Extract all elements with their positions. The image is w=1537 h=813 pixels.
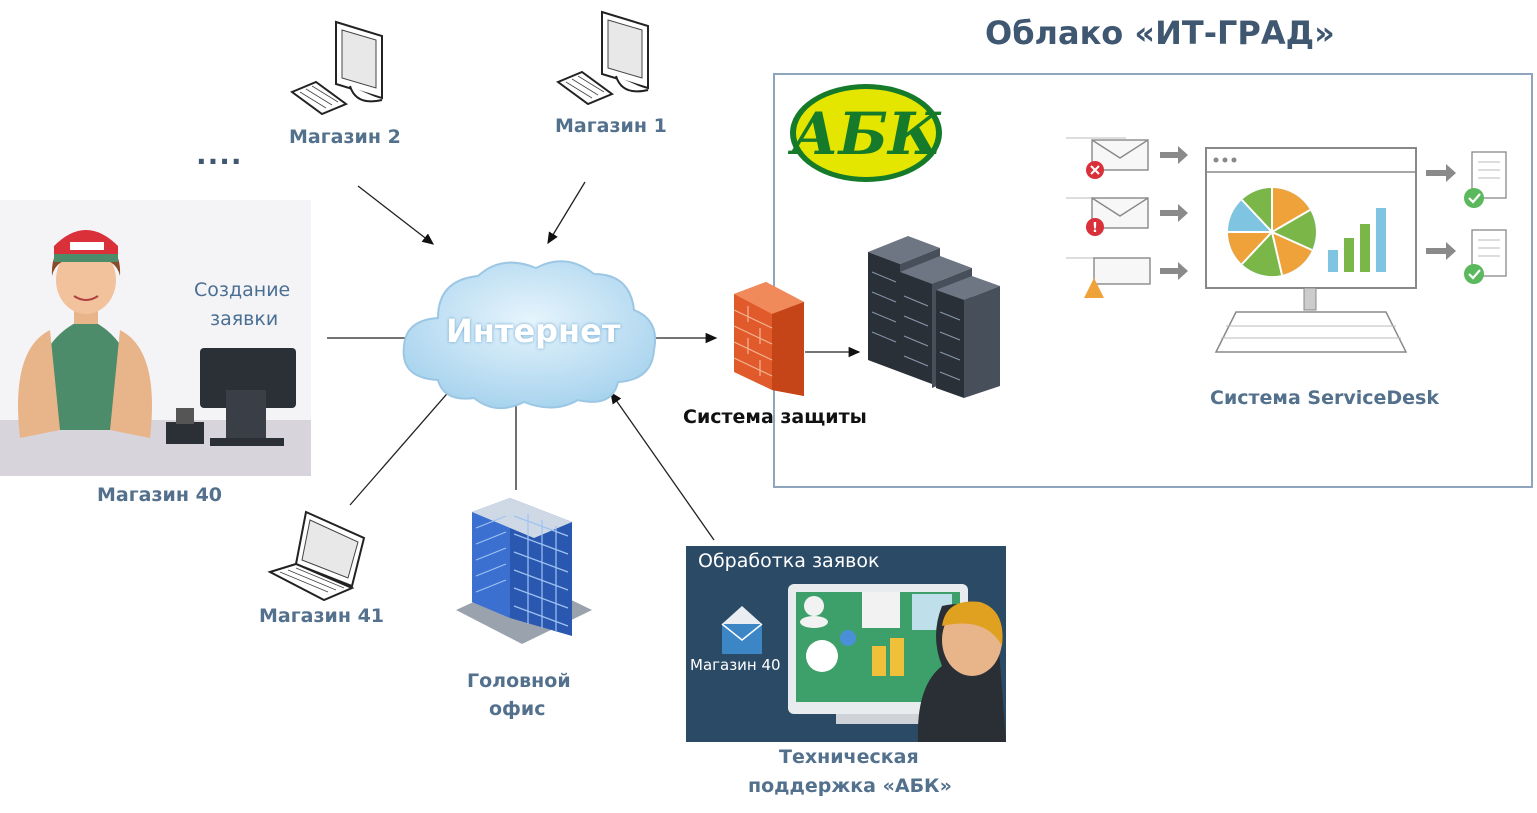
svg-text:!: !	[1092, 221, 1098, 236]
shop40-cashier-photo	[0, 200, 311, 476]
arrow-shop1-internet	[547, 181, 586, 245]
cloud-title: Облако «ИТ-ГРАД»	[985, 14, 1335, 52]
firewall-icon	[733, 282, 804, 396]
internet-label: Интернет	[446, 312, 621, 350]
tech-support-label-2: поддержка «АБК»	[748, 775, 952, 797]
head-office-label-1: Головной	[467, 670, 571, 692]
office-building-icon	[456, 498, 592, 644]
alert-triangle-icon	[1084, 278, 1104, 298]
request-store-label: Магазин 40	[690, 656, 781, 674]
create-request-label-2: заявки	[210, 308, 279, 330]
shop1-label: Магазин 1	[555, 115, 667, 137]
security-system-label: Система защиты	[683, 406, 867, 428]
servicedesk-label: Система ServiceDesk	[1210, 387, 1439, 409]
abk-logo-text: АБК	[788, 100, 942, 168]
more-shops-ellipsis: ....	[196, 138, 243, 171]
desktop-computer-icon	[290, 20, 383, 115]
server-rack-icon	[868, 236, 1000, 398]
arrow-support-internet	[610, 391, 715, 541]
arrow-shop41-internet	[349, 379, 460, 506]
head-office-label-2: офис	[489, 698, 546, 720]
request-processing-title: Обработка заявок	[698, 550, 880, 572]
document-check-icon	[1471, 151, 1507, 277]
tech-support-label-1: Техническая	[779, 746, 919, 768]
ticket-icon	[1093, 257, 1151, 285]
shop2-label: Магазин 2	[289, 126, 401, 148]
servicedesk-illustration: !	[1066, 137, 1507, 353]
internet-cloud-icon	[402, 260, 656, 409]
arrow-shop2-internet	[357, 185, 435, 245]
bar-chart-icon	[1328, 208, 1386, 272]
cloud-region-box	[773, 73, 1533, 488]
request-processing-panel: Обработка заявок Магазин 40	[686, 546, 1006, 742]
pie-chart-icon	[1228, 188, 1316, 277]
desktop-computer-icon	[556, 10, 649, 105]
create-request-label-1: Создание	[194, 279, 291, 301]
shop41-label: Магазин 41	[259, 605, 385, 627]
laptop-icon	[267, 510, 366, 602]
abk-logo: АБК	[788, 84, 942, 182]
shop40-label: Магазин 40	[97, 484, 223, 506]
